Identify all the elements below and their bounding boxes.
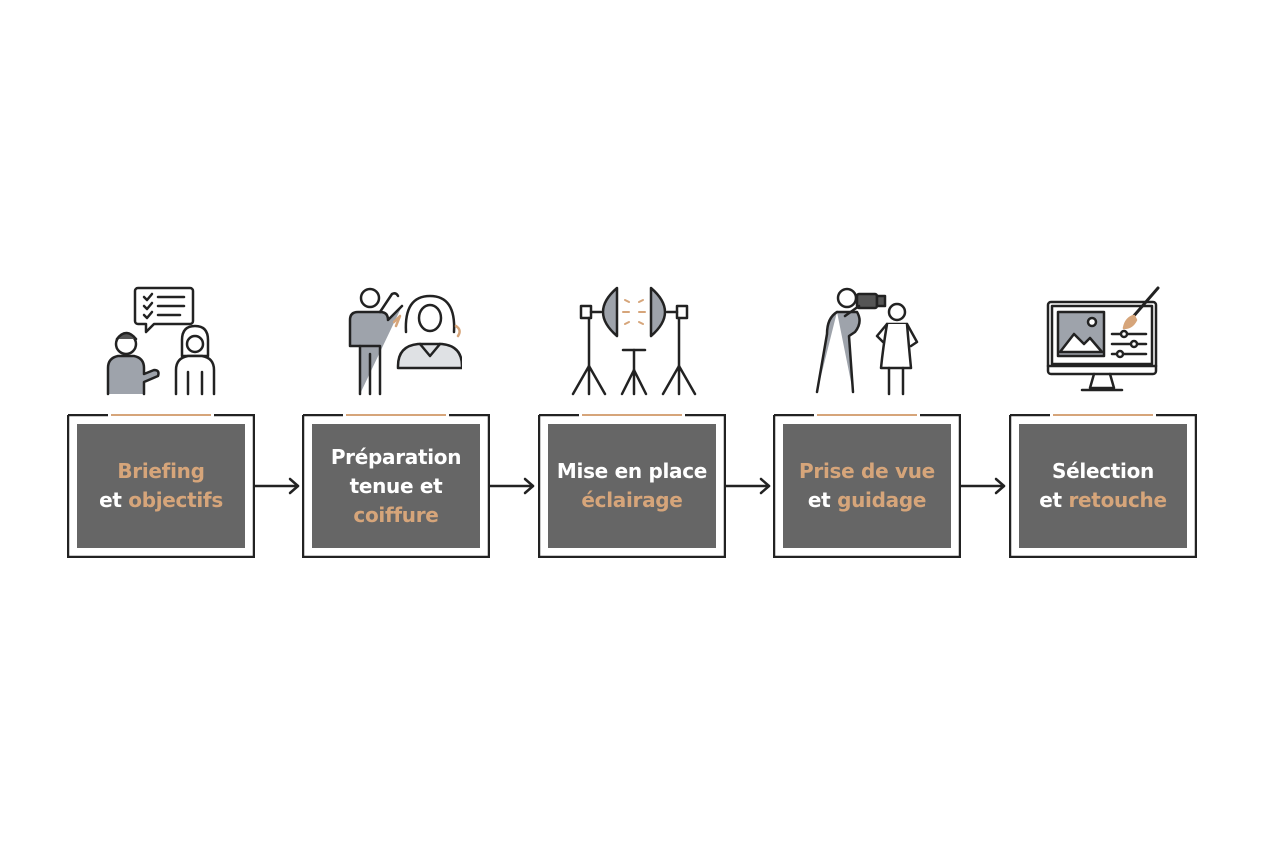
step-label: Briefing et objectifs: [99, 457, 223, 515]
step-label: Prise de vue et guidage: [799, 457, 935, 515]
step-line: Sélection: [1039, 457, 1166, 486]
step-card: Préparation tenue et coiffure: [312, 424, 480, 548]
step-frame: Mise en place éclairage: [538, 414, 726, 558]
step-label: Sélection et retouche: [1039, 457, 1167, 515]
step-text-accent: éclairage: [581, 488, 683, 512]
step-text-accent: Prise de vue: [799, 459, 935, 483]
step-line: Prise de vue: [799, 457, 935, 486]
step-frame: Préparation tenue et coiffure: [302, 414, 490, 558]
arrow-icon: [254, 476, 302, 496]
step-text: tenue et: [349, 473, 443, 498]
step-line: et retouche: [1039, 486, 1167, 515]
step-text-accent: guidage: [837, 488, 927, 512]
step-text-accent: retouche: [1068, 488, 1167, 512]
briefing-people-icon: [96, 282, 226, 402]
step-label: Mise en place éclairage: [557, 457, 707, 515]
step-line: et guidage: [799, 486, 935, 515]
arrow-icon: [960, 476, 1008, 496]
step-line: Mise en place: [557, 457, 707, 486]
step-frame: Briefing et objectifs: [67, 414, 255, 558]
photographer-model-icon: [803, 282, 933, 402]
step-frame: Sélection et retouche: [1009, 414, 1197, 558]
step-line: et objectifs: [99, 486, 223, 515]
step-frame: Prise de vue et guidage: [773, 414, 961, 558]
step-text: Préparation: [330, 444, 462, 469]
styling-people-icon: [332, 282, 462, 402]
step-text: et: [1039, 488, 1069, 512]
step-text-accent: objectifs: [128, 488, 223, 512]
step-line: coiffure: [331, 501, 461, 530]
step-line: éclairage: [557, 486, 707, 515]
step-label: Préparation tenue et coiffure: [330, 443, 462, 530]
step-line: Briefing: [99, 457, 223, 486]
step-card: Prise de vue et guidage: [783, 424, 951, 548]
arrow-icon: [489, 476, 537, 496]
step-card: Briefing et objectifs: [77, 424, 245, 548]
step-card: Sélection et retouche: [1019, 424, 1187, 548]
step-line: tenue et: [331, 472, 461, 501]
studio-lights-icon: [567, 282, 697, 402]
arrow-icon: [725, 476, 773, 496]
step-line: Préparation: [330, 443, 462, 472]
step-text: Sélection: [1052, 459, 1154, 483]
step-text-accent: Briefing: [117, 459, 205, 483]
step-card: Mise en place éclairage: [548, 424, 716, 548]
monitor-retouch-icon: [1038, 282, 1168, 402]
step-text: et: [807, 488, 838, 512]
step-text-accent: coiffure: [353, 502, 439, 527]
step-text: et: [99, 488, 129, 512]
step-text: Mise en place: [556, 459, 708, 483]
